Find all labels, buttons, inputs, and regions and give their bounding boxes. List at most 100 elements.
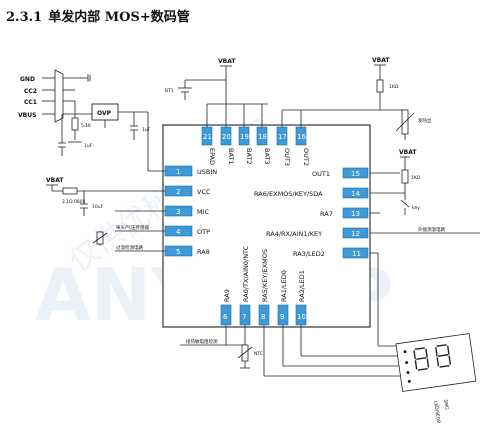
- svg-text:RA4/RX/AIN1/KEY: RA4/RX/AIN1/KEY: [266, 230, 322, 238]
- pin-11: 11 RA3/LED2: [293, 247, 369, 259]
- svg-text:3: 3: [176, 208, 180, 216]
- svg-text:1KΩ: 1KΩ: [411, 175, 421, 181]
- svg-text:SMG: SMG: [442, 399, 449, 410]
- svg-text:2.1Ω 0805: 2.1Ω 0805: [62, 199, 86, 205]
- pin-14: 14 RA6/EXMOS/KEY/SDA: [254, 187, 369, 199]
- pin-10: 10 RA2/LED1: [295, 270, 307, 326]
- svg-text:CC1: CC1: [24, 99, 37, 106]
- ntc-circuit: 接热敏电阻检测 NTC: [180, 325, 263, 369]
- svg-text:8: 8: [261, 313, 265, 321]
- heater-circuit: VBAT 1KΩ 发热丝: [372, 57, 432, 140]
- svg-text:RA2/LED1: RA2/LED1: [298, 270, 306, 302]
- svg-text:OUT1: OUT1: [312, 170, 330, 178]
- svg-text:GND: GND: [20, 76, 35, 83]
- svg-text:21: 21: [203, 133, 212, 141]
- ic-body: [162, 124, 371, 328]
- svg-text:10uF: 10uF: [92, 204, 104, 210]
- svg-text:RA0/TX/AIN0/NTC: RA0/TX/AIN0/NTC: [242, 245, 250, 302]
- svg-text:过温检测电路: 过温检测电路: [116, 244, 143, 251]
- svg-text:11: 11: [352, 250, 361, 258]
- seven-segment-display: LED/SEG8 SMG: [395, 333, 477, 424]
- svg-text:VBAT: VBAT: [46, 177, 64, 184]
- svg-text:外接测温电路: 外接测温电路: [418, 226, 445, 233]
- svg-text:BAT3: BAT3: [263, 148, 271, 165]
- svg-text:4: 4: [176, 228, 181, 236]
- svg-text:10: 10: [297, 313, 306, 321]
- led-wiring: [263, 252, 400, 377]
- svg-text:14: 14: [351, 190, 360, 198]
- svg-text:7: 7: [242, 313, 246, 321]
- svg-text:19: 19: [240, 133, 249, 141]
- ovp-block: OVP 1uF: [91, 103, 165, 172]
- svg-text:NTC: NTC: [254, 351, 263, 357]
- right-pins: 15 OUT1 14 RA6/EXMOS/KEY/SDA 13 RA7 12 RA4/R…: [254, 167, 369, 259]
- svg-text:VBAT: VBAT: [218, 58, 236, 65]
- svg-text:OVP: OVP: [97, 110, 112, 117]
- pin-6: 6 RA9: [220, 289, 232, 326]
- pin-2: 2 VCC: [164, 185, 211, 197]
- bottom-pins: 6 RA9 7 RA0/TX/AIN0/NTC 8 RA5/KEY/EXMOS 9 RA…: [220, 245, 307, 326]
- pin-3: 3 MIC: [164, 205, 210, 217]
- svg-text:RA9: RA9: [223, 289, 231, 302]
- svg-text:RA5/KEY/EXMOS: RA5/KEY/EXMOS: [261, 249, 269, 302]
- mic-otp-lines: 咪头/气压传感器 过温检测电路: [92, 210, 165, 252]
- svg-text:RA1/LED0: RA1/LED0: [280, 270, 288, 302]
- out-wires: [281, 109, 400, 174]
- svg-text:15: 15: [351, 170, 360, 178]
- svg-text:接热敏电阻检测: 接热敏电阻检测: [186, 338, 218, 345]
- vcc-input: VBAT 2.1Ω 0805 10uF: [46, 177, 165, 216]
- ra4-external: 外接测温电路: [370, 226, 480, 234]
- svg-text:RA7: RA7: [320, 210, 333, 218]
- pin-15: 15 OUT1: [312, 167, 369, 179]
- svg-text:EPAD: EPAD: [208, 148, 216, 165]
- svg-text:1: 1: [176, 168, 180, 176]
- svg-text:5.1K: 5.1K: [81, 123, 92, 129]
- svg-text:发热丝: 发热丝: [418, 117, 432, 124]
- section-title: 单发内部 MOS+数码管: [48, 10, 190, 25]
- svg-text:key: key: [412, 205, 420, 211]
- svg-text:6: 6: [223, 313, 228, 321]
- svg-text:17: 17: [278, 133, 287, 141]
- usb-cc-resistor: 5.1K: [68, 101, 92, 143]
- svg-text:MIC: MIC: [197, 208, 210, 216]
- svg-text:RA6/EXMOS/KEY/SDA: RA6/EXMOS/KEY/SDA: [254, 190, 323, 198]
- pin-9: 9 RA1/LED0: [277, 270, 289, 326]
- svg-text:13: 13: [351, 210, 360, 218]
- svg-text:RA3/LED2: RA3/LED2: [293, 250, 325, 258]
- svg-text:1uF: 1uF: [84, 143, 93, 149]
- svg-text:RA8: RA8: [197, 248, 210, 256]
- svg-text:VCC: VCC: [197, 188, 211, 196]
- pin-12: 12 RA4/RX/AIN1/KEY: [266, 227, 369, 239]
- usb-cap: 1uF: [58, 114, 93, 156]
- svg-text:BAT1: BAT1: [227, 148, 235, 165]
- svg-text:咪头/气压传感器: 咪头/气压传感器: [116, 224, 150, 231]
- svg-text:USBIN: USBIN: [197, 168, 217, 176]
- section-heading: 2.3.1 单发内部 MOS+数码管: [6, 6, 190, 25]
- pin-1: 1 USBIN: [164, 165, 217, 177]
- svg-text:BAT2: BAT2: [245, 148, 253, 165]
- pin-8: 8 RA5/KEY/EXMOS: [258, 249, 270, 326]
- svg-text:18: 18: [258, 133, 267, 141]
- svg-text:OTP: OTP: [197, 228, 210, 236]
- pin-4: 4 OTP: [164, 225, 210, 237]
- svg-text:9: 9: [280, 313, 284, 321]
- svg-text:1uF: 1uF: [142, 127, 151, 133]
- svg-text:1KΩ: 1KΩ: [389, 84, 399, 90]
- battery: VBAT BT1: [165, 58, 268, 127]
- svg-text:16: 16: [297, 133, 306, 141]
- svg-text:VBAT: VBAT: [372, 57, 390, 64]
- svg-text:VBAT: VBAT: [399, 149, 417, 156]
- svg-text:BT1: BT1: [165, 88, 174, 94]
- svg-text:12: 12: [351, 230, 360, 238]
- svg-text:OUT2: OUT2: [302, 148, 310, 166]
- pin-13: 13 RA7: [320, 207, 369, 219]
- svg-text:20: 20: [222, 133, 231, 141]
- svg-text:OUT3: OUT3: [283, 148, 291, 166]
- svg-text:2: 2: [176, 188, 180, 196]
- section-number: 2.3.1: [6, 10, 43, 25]
- usb-connector: GND CC2 CC1 VBUS: [18, 69, 92, 123]
